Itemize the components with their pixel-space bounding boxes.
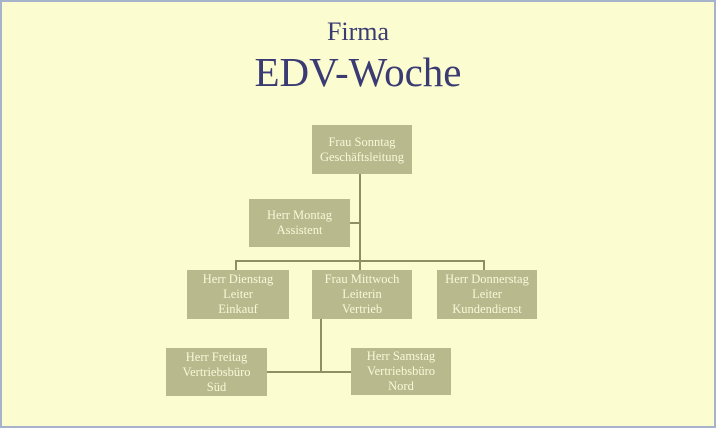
company-label: Firma (326, 17, 390, 46)
node-role: Leiter (472, 287, 502, 301)
connector-mittwoch-vertical (320, 319, 322, 373)
node-dept: Vertrieb (341, 302, 383, 316)
node-role: Vertriebsbüro (182, 364, 251, 379)
node-dept: Einkauf (218, 302, 258, 316)
org-node-herr-samstag[interactable]: Herr Samstag Vertriebsbüro Nord (351, 348, 451, 395)
node-role: Leiterin (342, 287, 382, 301)
company-name: EDV-Woche (254, 49, 462, 95)
connector-level2-horizontal (235, 260, 485, 262)
node-person: Frau Mittwoch (324, 272, 400, 286)
node-role: Leiter (223, 287, 253, 301)
org-node-herr-dienstag[interactable]: Herr Dienstag Leiter Einkauf (187, 270, 289, 319)
connector-drop-donnerstag (483, 261, 485, 270)
org-node-frau-sonntag[interactable]: Frau Sonntag Geschäftsleitung (312, 125, 412, 174)
node-person: Herr Dienstag (202, 272, 274, 286)
node-dept: Kundendienst (452, 302, 522, 316)
node-person: Herr Donnerstag (445, 272, 529, 286)
node-person: Herr Montag (267, 208, 332, 222)
node-role: Assistent (276, 223, 323, 237)
org-node-frau-mittwoch[interactable]: Frau Mittwoch Leiterin Vertrieb (312, 270, 412, 319)
connector-root-vertical (359, 174, 361, 270)
node-role: Vertriebsbüro (366, 364, 436, 378)
node-role: Geschäftsleitung (319, 149, 404, 164)
org-node-herr-montag[interactable]: Herr Montag Assistent (249, 199, 350, 247)
node-person: Herr Freitag (185, 349, 248, 364)
node-person: Frau Sonntag (328, 134, 396, 149)
org-node-herr-donnerstag[interactable]: Herr Donnerstag Leiter Kundendienst (437, 270, 537, 319)
connector-drop-dienstag (235, 261, 237, 270)
node-region: Nord (388, 379, 414, 393)
node-person: Herr Samstag (366, 349, 436, 363)
org-node-herr-freitag[interactable]: Herr Freitag Vertriebsbüro Süd (166, 348, 267, 396)
node-region: Süd (206, 379, 227, 394)
connector-assistant-stub (350, 222, 360, 224)
connector-level3-horizontal (267, 371, 351, 373)
